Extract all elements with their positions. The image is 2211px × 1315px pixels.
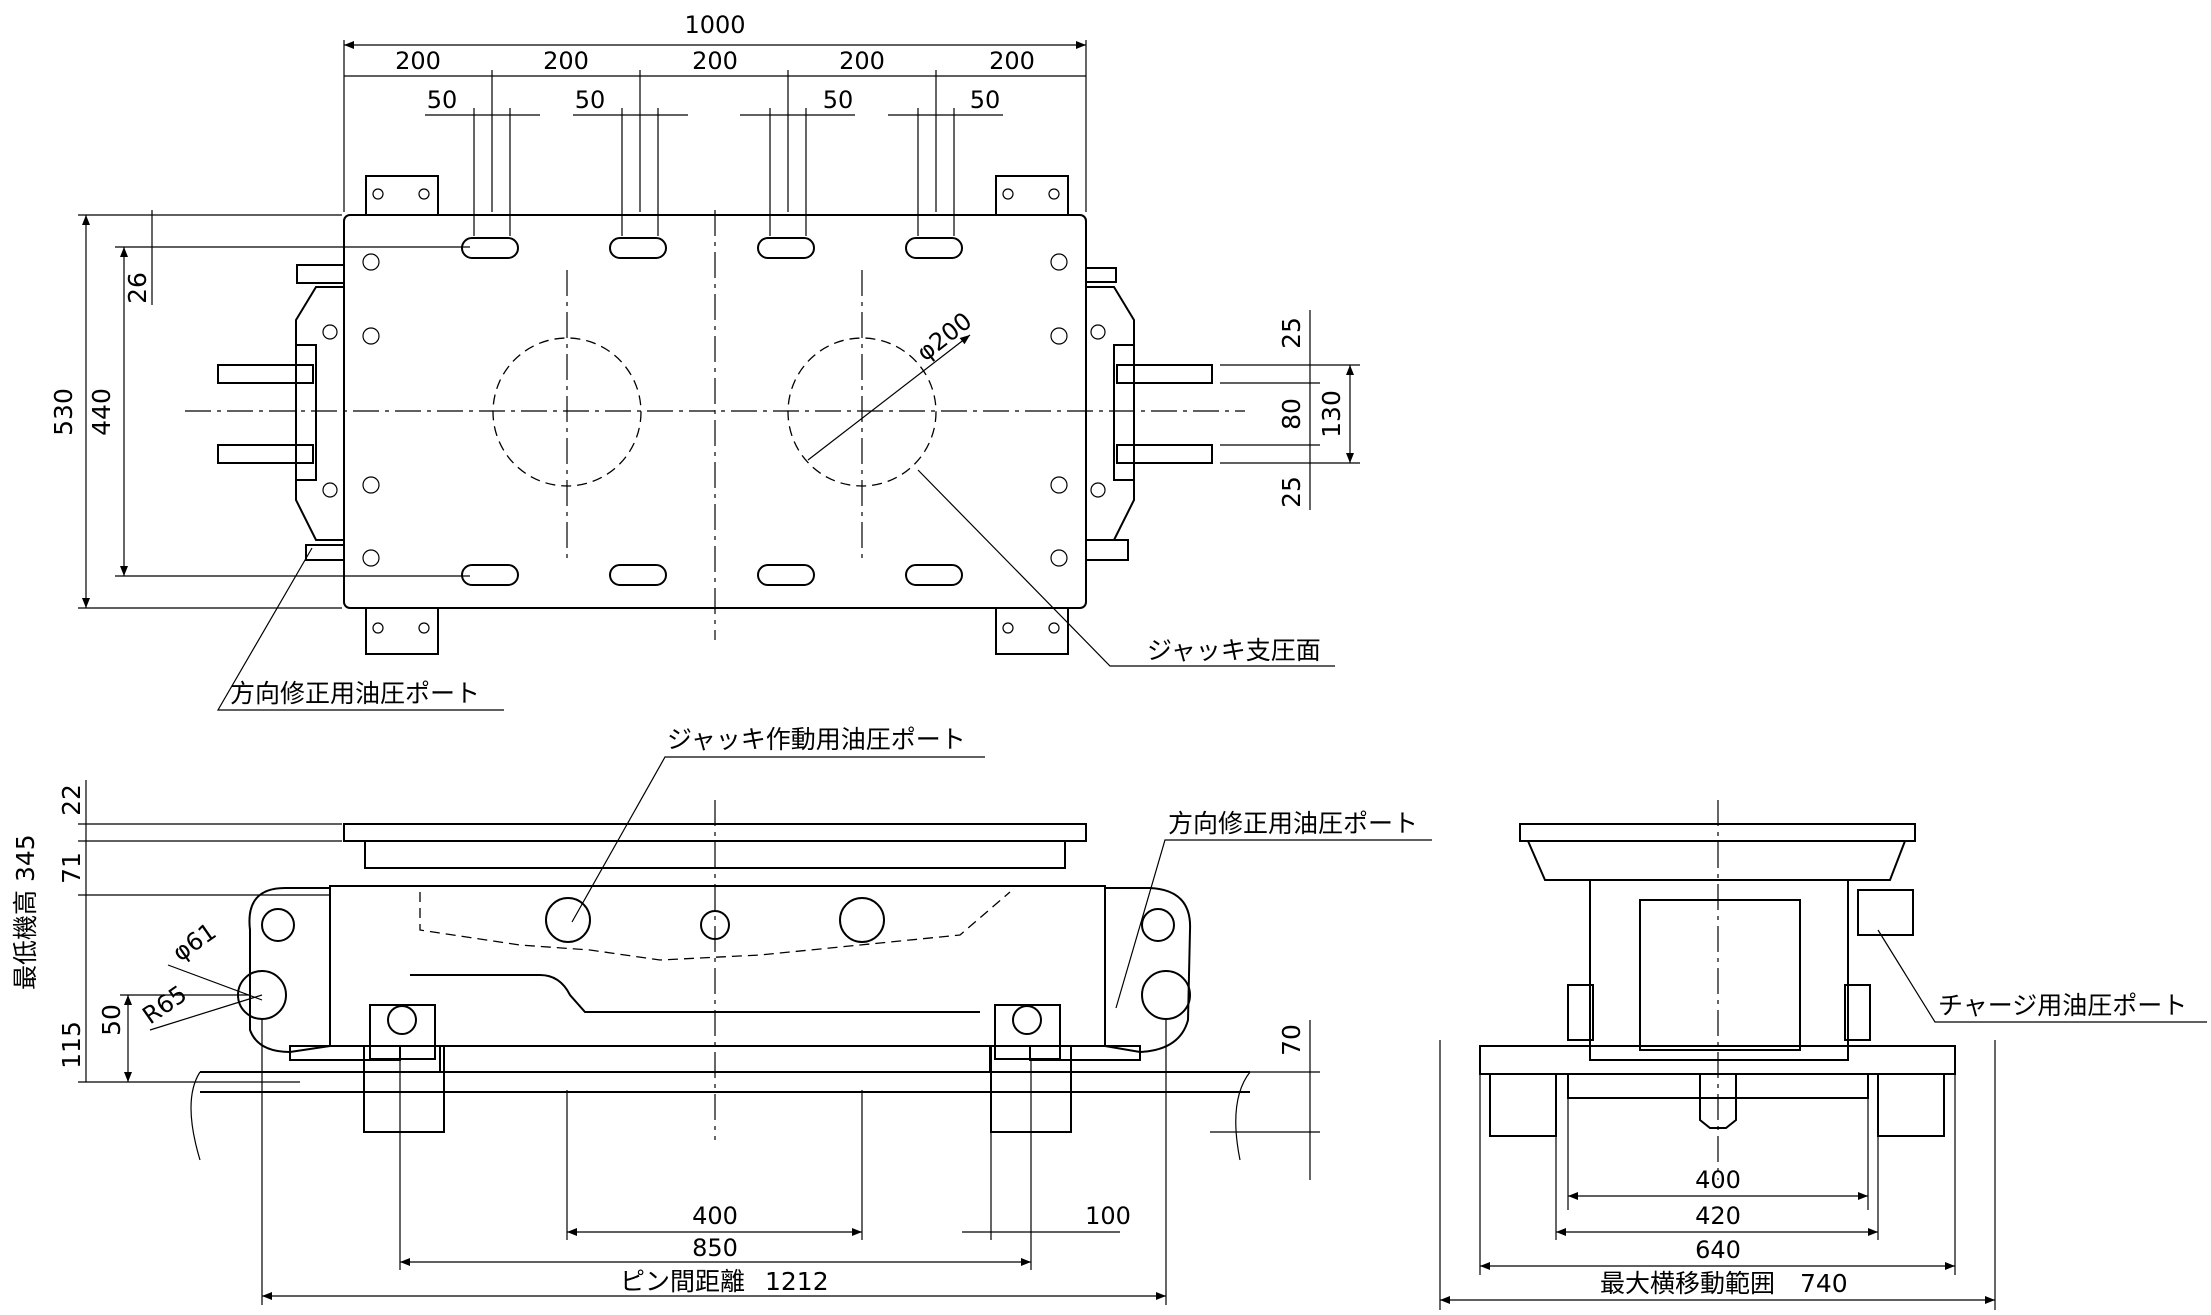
dim-115: 115 [57,1021,86,1069]
right-side-frame [1085,267,1213,561]
max-travel-label: 最大横移動範囲 [1600,1269,1775,1298]
dim-port-25-top: 25 [1277,317,1306,349]
jack-roller-right [839,897,885,943]
jack-surface-circle-right [787,337,937,487]
front-view: ジャッキ作動用油圧ポート 方向修正用油圧ポート 22 71 50 115 最低機… [11,725,1432,1305]
dim-pitch-2: 200 [543,47,589,75]
dim-side-400: 400 [1695,1166,1741,1194]
pin-distance-label: ピン間距離 [620,1267,745,1296]
jack-port-label: ジャッキ作動用油圧ポート [667,725,966,754]
dim-pitch-5: 200 [989,47,1035,75]
right-pin-lug [1104,887,1192,1054]
dim-front-400: 400 [692,1202,738,1230]
dim-edge-26: 26 [123,272,152,304]
dim-pitch-1: 200 [395,47,441,75]
dim-71: 71 [57,852,86,884]
front-bottom-dimensions: 400 100 850 ピン間距離 1212 [261,1020,1167,1305]
dim-port-25-bottom: 25 [1277,476,1306,508]
pin-hole-diameter: φ61 [167,917,221,967]
top-view: φ200 ジャッキ支圧面 方向修正用油圧ポ [49,11,1360,711]
dim-port-80: 80 [1277,398,1306,430]
jack-surface-circle-left [492,337,642,487]
dim-port-130: 130 [1317,390,1346,438]
charge-port-block [1857,889,1914,936]
dim-50: 50 [97,1004,126,1036]
dim-height-530: 530 [49,388,78,436]
jack-roller-left [545,897,591,943]
left-pin-lug [248,887,331,1054]
pin-distance-value: 1212 [765,1267,829,1296]
bolt-holes [322,253,1106,567]
charge-port-label: チャージ用油圧ポート [1938,991,2187,1020]
min-height-label: 最低機高 [11,890,40,990]
jack-surface-label: ジャッキ支圧面 [1147,636,1321,665]
dim-pitch-4: 200 [839,47,885,75]
side-view: チャージ用油圧ポート 400 420 640 最大横移動範囲 740 [1439,800,2207,1310]
top-dimensions: 1000 200 200 200 200 200 50 50 50 50 [343,11,1087,236]
min-height-value: 345 [11,834,40,882]
side-body [1589,879,1849,1061]
dim-22: 22 [57,784,86,816]
dim-front-100: 100 [1085,1202,1131,1230]
roller-foot-left [363,1045,445,1133]
radius-label: R65 [137,980,192,1030]
dim-overall-width: 1000 [684,11,745,39]
max-travel-value: 740 [1800,1269,1848,1298]
direction-port-label-top: 方向修正用油圧ポート [230,679,480,708]
dim-front-850: 850 [692,1234,738,1262]
dim-slot-1: 50 [427,86,458,114]
mounting-tabs [365,175,1069,655]
dim-pitch-3: 200 [692,47,738,75]
cylinder-left [369,1004,436,1060]
dim-height-440: 440 [87,388,116,436]
side-dimensions: 400 420 640 最大横移動範囲 740 [1439,1040,1996,1310]
left-dimensions: 530 440 26 [49,210,470,609]
cylinder-right [994,1004,1061,1060]
dim-rail-70: 70 [1277,1024,1306,1056]
front-main-body [329,885,1106,1047]
right-dimensions: 25 80 25 130 [1220,310,1360,510]
left-side-frame [217,264,345,561]
dim-side-640: 640 [1695,1236,1741,1264]
dim-slot-3: 50 [823,86,854,114]
direction-port-label-front: 方向修正用油圧ポート [1168,809,1418,838]
dim-side-420: 420 [1695,1202,1741,1230]
slots [461,237,963,586]
dim-slot-2: 50 [575,86,606,114]
dim-slot-4: 50 [970,86,1001,114]
